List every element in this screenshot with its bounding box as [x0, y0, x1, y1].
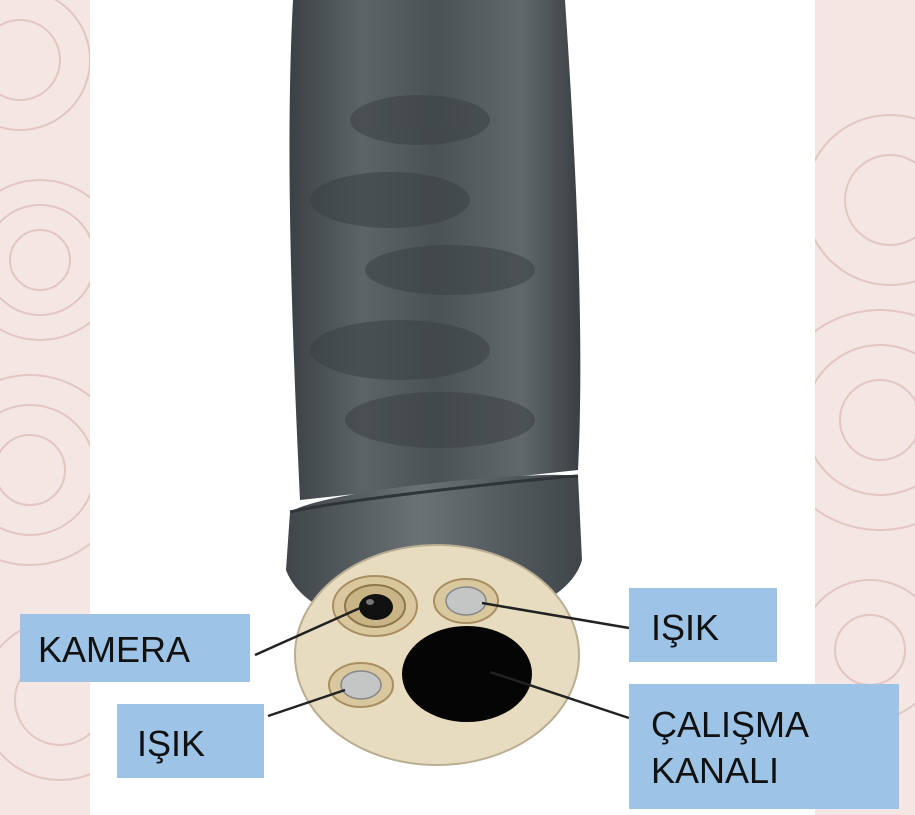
light-guide-top [434, 579, 498, 623]
camera-label: KAMERA [20, 614, 250, 682]
light-bottom-label-text: IŞIK [137, 722, 264, 766]
camera-label-text: KAMERA [38, 628, 250, 672]
working-channel-label-line2: KANALI [651, 748, 899, 794]
working-channel [402, 626, 532, 722]
light-top-label-text: IŞIK [651, 606, 777, 650]
working-channel-label-line1: ÇALIŞMA [651, 702, 899, 748]
working-channel-label: ÇALIŞMA KANALI [629, 684, 899, 809]
camera-lens [333, 576, 417, 636]
light-bottom-label: IŞIK [117, 704, 264, 778]
light-guide-bottom [329, 663, 393, 707]
light-top-label: IŞIK [629, 588, 777, 662]
